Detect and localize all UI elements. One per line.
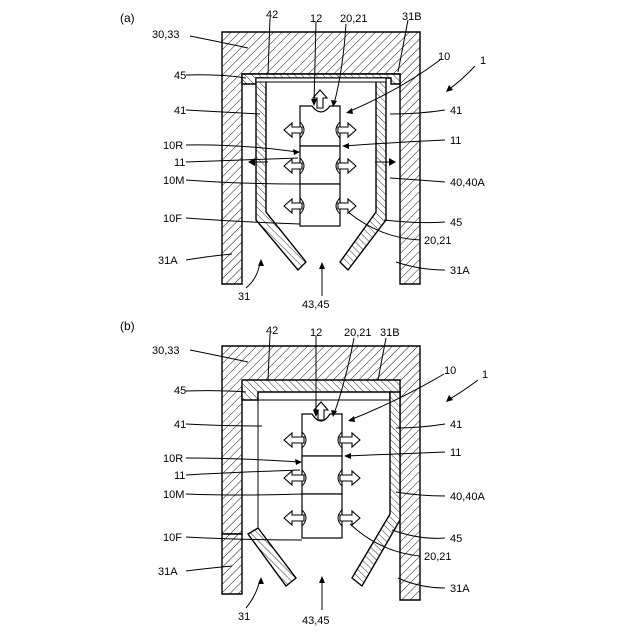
label-20-21-top: 20,21	[340, 13, 368, 25]
label-45-left: 45	[174, 70, 186, 82]
cell-stack	[302, 414, 342, 538]
bracket-right-wall	[340, 78, 386, 270]
label-43-45: 43,45	[302, 615, 330, 627]
label-45-right: 45	[450, 533, 462, 545]
label-11-left: 11	[174, 470, 185, 482]
panel-a-title: (a)	[120, 11, 135, 25]
label-31A-right: 31A	[450, 583, 470, 595]
label-45-right: 45	[450, 217, 462, 229]
label-30-33: 30,33	[152, 345, 180, 357]
label-31B: 31B	[380, 327, 400, 339]
cell-10M	[300, 146, 340, 184]
label-30-33: 30,33	[152, 29, 180, 41]
cell-stack	[300, 106, 340, 226]
arrow-left-icon	[284, 199, 302, 213]
label-20-21-bottom: 20,21	[424, 235, 452, 247]
label-41-left: 41	[174, 105, 186, 117]
arrow-left-icon	[284, 511, 304, 525]
label-1: 1	[480, 55, 486, 67]
label-1: 1	[482, 369, 488, 381]
panel-b: (b)	[120, 319, 488, 627]
label-10: 10	[444, 365, 456, 377]
label-31A-left: 31A	[158, 566, 178, 578]
bracket-flange-left	[248, 528, 296, 586]
bracket-left-wall	[256, 78, 306, 270]
arrow-left-icon	[284, 471, 304, 485]
label-45-left: 45	[174, 385, 186, 397]
arrow-left-icon	[284, 123, 302, 137]
label-41-right: 41	[450, 419, 462, 431]
label-12: 12	[310, 327, 322, 339]
label-20-21-bottom: 20,21	[424, 551, 452, 563]
label-41-left: 41	[174, 419, 186, 431]
arrow-right-icon	[340, 511, 360, 525]
label-10F: 10F	[163, 532, 182, 544]
label-31B: 31B	[402, 11, 422, 23]
label-11-right: 11	[450, 135, 461, 147]
label-11-left: 11	[174, 157, 185, 169]
panel-b-title: (b)	[120, 319, 135, 333]
label-10F: 10F	[163, 213, 182, 225]
cell-10R	[300, 106, 340, 146]
arrow-right-icon	[340, 471, 360, 485]
label-31: 31	[238, 291, 250, 303]
arrow-left-icon	[284, 159, 302, 173]
label-41-right: 41	[450, 105, 462, 117]
arrowhead-icon	[389, 158, 396, 166]
label-43-45: 43,45	[302, 299, 330, 311]
label-40-40A: 40,40A	[450, 177, 486, 189]
label-10R: 10R	[163, 140, 183, 152]
arrow-right-icon	[340, 433, 360, 447]
arrow-left-icon	[284, 433, 304, 447]
label-42: 42	[266, 325, 278, 337]
bracket-top	[242, 380, 400, 400]
label-10M: 10M	[163, 175, 184, 187]
label-10: 10	[438, 51, 450, 63]
housing-flap-left	[222, 534, 242, 594]
cell-10F	[302, 494, 342, 538]
cell-10F	[300, 184, 340, 226]
label-10R: 10R	[163, 453, 183, 465]
label-42: 42	[266, 9, 278, 21]
panel-a: (a)	[120, 9, 486, 311]
label-11-right: 11	[450, 447, 461, 459]
label-10M: 10M	[163, 489, 184, 501]
label-40-40A: 40,40A	[450, 491, 486, 503]
arrow-right-icon	[338, 199, 356, 213]
cell-10M	[302, 456, 342, 494]
bracket-right-wall	[352, 392, 400, 586]
label-31A-right: 31A	[450, 265, 470, 277]
label-31A-left: 31A	[158, 255, 178, 267]
arrow-right-icon	[338, 123, 356, 137]
label-31: 31	[238, 611, 250, 623]
label-20-21-top: 20,21	[344, 327, 372, 339]
arrow-right-icon	[338, 159, 356, 173]
label-12: 12	[310, 13, 322, 25]
